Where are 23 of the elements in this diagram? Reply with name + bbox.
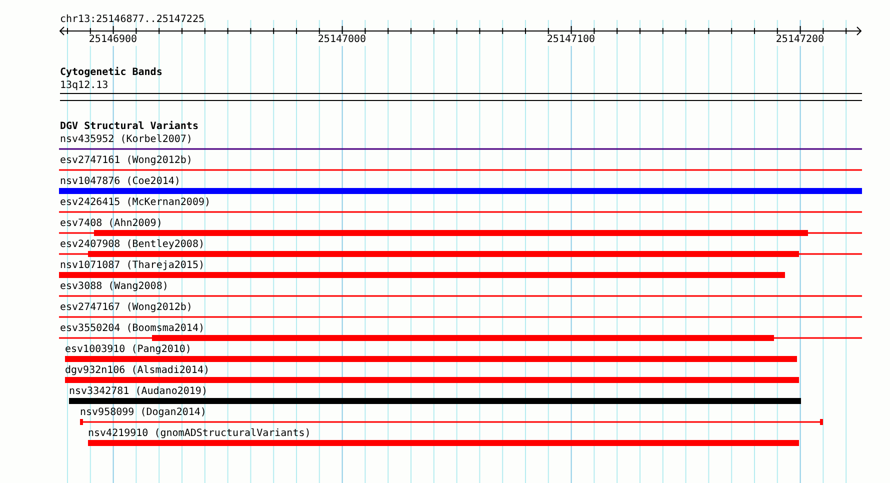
tick-label: 25147100 [546, 34, 596, 46]
variant-label: nsv435952 (Korbel2007) [60, 134, 192, 146]
variant-label: nsv1071087 (Thareja2015) [60, 260, 204, 272]
tick-label: 25147200 [776, 34, 824, 46]
variant-label: esv7408 (Ahn2009) [60, 218, 162, 230]
variant-label: esv3088 (Wang2008) [60, 281, 168, 293]
variant-label: esv2407908 (Bentley2008) [60, 239, 204, 251]
tick-label: 25146900 [88, 34, 138, 46]
label: 13q12.13 [60, 80, 108, 92]
variant-label: nsv4219910 (gnomADStructuralVariants) [88, 428, 311, 440]
variant-label: nsv3342781 (Audano2019) [69, 386, 208, 398]
variant-label: esv1003910 (Pang2010) [65, 344, 192, 356]
label: chr13:25146877..25147225 [60, 14, 204, 26]
variant-label: esv2747161 (Wong2012b) [60, 155, 192, 167]
track-title: Cytogenetic Bands [60, 67, 162, 79]
variant-label: esv3550204 (Boomsma2014) [60, 323, 204, 335]
tick-label: 25147000 [318, 34, 366, 46]
track-title: DGV Structural Variants [60, 121, 198, 133]
variant-label: nsv958099 (Dogan2014) [80, 407, 206, 419]
variant-label: nsv1047876 (Coe2014) [60, 176, 180, 188]
variant-label: esv2747167 (Wong2012b) [60, 302, 192, 314]
variant-label: esv2426415 (McKernan2009) [60, 197, 211, 209]
variant-label: dgv932n106 (Alsmadi2014) [65, 365, 210, 377]
